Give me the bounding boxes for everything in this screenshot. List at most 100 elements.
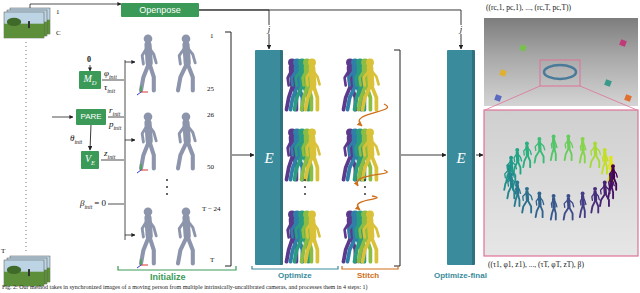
label-holder: T	[1, 248, 5, 255]
figure-limb	[141, 236, 149, 264]
figure-limb	[540, 204, 543, 217]
energy-box: E	[447, 50, 475, 265]
image-grass	[4, 24, 44, 38]
figure-head	[182, 112, 191, 121]
human-figure	[591, 187, 599, 213]
figure-limb	[508, 178, 511, 186]
figure-limb	[507, 186, 511, 199]
figure-limb	[609, 161, 611, 169]
underline-bracket	[118, 266, 236, 270]
arrow-line	[52, 117, 73, 118]
figure-head	[581, 137, 585, 141]
figure-limb	[613, 170, 617, 178]
figure-head	[144, 112, 153, 121]
figure-limb	[178, 236, 187, 264]
figure-limb	[603, 153, 605, 161]
figure-limb	[580, 142, 582, 150]
figure-head	[509, 173, 513, 177]
figure-limb	[609, 178, 611, 186]
arrow-line	[401, 155, 446, 156]
figure-limb	[142, 219, 148, 237]
arrow-line	[30, 4, 121, 8]
human-figure	[515, 180, 521, 206]
index-number: 1	[210, 32, 214, 40]
math-symbol: θ	[70, 133, 74, 143]
axis-x	[141, 170, 148, 171]
image-person	[28, 269, 30, 276]
figure-limb	[535, 142, 539, 150]
ellipsis-dot	[166, 193, 168, 195]
math-symbol: z	[104, 148, 108, 158]
index-number: T	[210, 256, 214, 264]
figure-limb	[527, 147, 531, 155]
figure-limb	[371, 84, 376, 109]
math-symbol: p	[109, 119, 114, 129]
figure-limb	[187, 63, 193, 91]
human-figure	[535, 137, 545, 163]
figure-head	[366, 58, 374, 66]
output-tuple: ((rc,1, pc,1), ..., (rc,T, pc,T))	[486, 3, 571, 12]
label-holder: 25	[207, 86, 214, 93]
figure-limb	[595, 192, 599, 200]
figure-limb	[580, 204, 583, 217]
math-symbol: init	[113, 111, 121, 117]
step-label: Optimize	[278, 271, 312, 280]
figure-limb	[363, 236, 372, 261]
figure-limb	[605, 153, 608, 161]
label-holder: Optimize-final	[434, 272, 487, 280]
figure-limb	[307, 69, 312, 86]
index-number: T − 24	[202, 205, 221, 213]
label-holder: 1	[210, 33, 214, 40]
human-figure	[507, 173, 515, 199]
math-symbol: τ	[104, 82, 107, 92]
step-label: Optimize-final	[434, 271, 487, 280]
ellipsis-dot	[304, 179, 306, 181]
camera-cube	[499, 69, 507, 77]
human-figure	[600, 180, 610, 206]
figure-head	[552, 194, 556, 198]
module-box: PARE	[76, 109, 105, 125]
human-figure	[363, 210, 379, 261]
camera-image	[4, 260, 44, 286]
arrow-line	[90, 65, 91, 71]
step-label: Stitch	[357, 271, 379, 280]
figure-limb	[306, 236, 314, 261]
label-holder: T	[210, 257, 214, 264]
axis-z	[137, 265, 141, 268]
arrow-line	[232, 155, 254, 156]
image-person	[28, 21, 30, 28]
figure-limb	[517, 153, 521, 161]
human-figure	[363, 58, 379, 109]
figure-limb	[364, 69, 370, 86]
figure-limb	[527, 200, 531, 213]
figure-limb	[349, 69, 355, 86]
figure-head	[308, 210, 316, 218]
index-number: 26	[207, 111, 214, 119]
figure-limb	[179, 46, 186, 64]
ellipsis-dot	[304, 193, 306, 195]
figure-limb	[554, 199, 557, 207]
figure-head	[537, 192, 541, 196]
math-symbol: init	[114, 125, 122, 131]
step-label: Initialize	[150, 272, 186, 282]
figure-limb	[554, 148, 556, 161]
human-figure	[523, 142, 531, 168]
human-figure	[580, 137, 586, 163]
label-holder: θinit	[70, 134, 82, 146]
human-figure	[565, 135, 573, 161]
figure-limb	[580, 150, 583, 163]
figure-limb	[565, 140, 568, 148]
zoom-line	[485, 86, 540, 110]
underline-bracket	[252, 266, 338, 269]
figure-limb	[596, 155, 600, 168]
arrow-line	[125, 140, 135, 141]
axis-z	[137, 170, 141, 173]
box-label: PARE	[80, 112, 101, 121]
connector	[90, 125, 92, 150]
connector	[199, 10, 269, 49]
bracket	[225, 32, 231, 266]
figure-limb	[364, 221, 370, 238]
box-label: D	[92, 79, 97, 86]
box-label: V	[85, 153, 91, 164]
